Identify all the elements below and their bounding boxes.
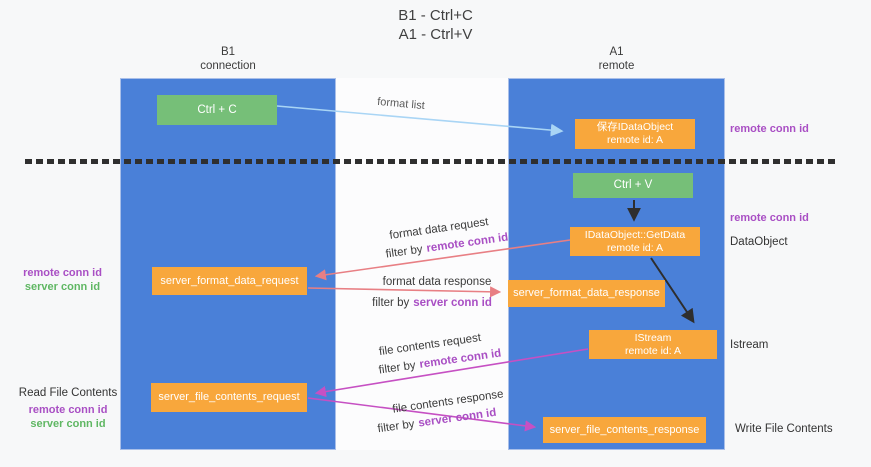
getdata-line2: remote id: A — [606, 241, 664, 254]
server-format-data-response-box: server_format_data_response — [508, 280, 665, 307]
server-conn-id-label-left-2: server conn id — [30, 418, 106, 430]
ctrl-c-box: Ctrl + C — [157, 95, 277, 125]
lane-header-b1: B1 connection — [120, 45, 336, 73]
lane-b1-role: connection — [200, 60, 256, 72]
server-conn-id-label-left: server conn id — [24, 281, 101, 293]
ctrl-v-box: Ctrl + V — [573, 173, 693, 198]
remote-conn-id-label-left: remote conn id — [23, 267, 102, 279]
server-file-contents-request-label: server_file_contents_request — [158, 391, 300, 403]
remote-conn-id-label-top-right: remote conn id — [730, 123, 809, 135]
istream-side-label: Istream — [730, 339, 769, 351]
dataobject-label: DataObject — [730, 236, 788, 248]
save-dataobject-line1: 保存IDataObject — [596, 121, 674, 133]
save-dataobject-line2: remote id: A — [606, 134, 664, 146]
server-format-data-request-label: server_format_data_request — [160, 274, 299, 287]
format-data-response-label: format data response — [382, 276, 492, 288]
read-file-contents-label: Read File Contents — [18, 387, 118, 399]
session-divider-dashed-line — [25, 159, 835, 164]
server-format-data-response-label: server_format_data_response — [513, 287, 660, 299]
server-file-contents-request-box: server_file_contents_request — [151, 383, 307, 412]
remote-conn-id-label-mid-right: remote conn id — [730, 212, 809, 224]
remote-conn-id-label-left-2: remote conn id — [28, 404, 108, 416]
istream-line2: remote id: A — [624, 344, 682, 357]
title-line-b1: B1 - Ctrl+C — [398, 7, 473, 24]
ctrl-c-label: Ctrl + C — [197, 103, 237, 116]
title-line-a1: A1 - Ctrl+V — [398, 26, 473, 43]
diagram-title: B1 - Ctrl+C A1 - Ctrl+V — [0, 6, 871, 44]
server-file-contents-response-label: server_file_contents_response — [549, 423, 700, 436]
lane-b1-name: B1 — [220, 46, 236, 58]
getdata-line1: IDataObject::GetData — [584, 228, 686, 241]
ctrl-v-label: Ctrl + V — [613, 179, 653, 191]
server-conn-id-text: server conn id — [413, 297, 492, 309]
lane-header-a1: A1 remote — [508, 45, 725, 73]
save-dataobject-box: 保存IDataObject remote id: A — [575, 119, 695, 149]
istream-box: IStream remote id: A — [589, 330, 717, 359]
format-conn-ids-left-block: remote conn id server conn id — [15, 266, 110, 294]
server-file-contents-response-box: server_file_contents_response — [543, 417, 706, 443]
lane-a1-name: A1 — [609, 46, 624, 58]
filter-by-text: filter by — [372, 297, 410, 309]
read-file-contents-left-block: Read File Contents remote conn id server… — [18, 386, 118, 431]
istream-line1: IStream — [634, 331, 672, 344]
write-file-contents-label: Write File Contents — [735, 423, 833, 435]
getdata-box: IDataObject::GetData remote id: A — [570, 227, 700, 256]
lane-a1-role: remote — [598, 60, 635, 72]
server-format-data-request-box: server_format_data_request — [152, 267, 307, 295]
